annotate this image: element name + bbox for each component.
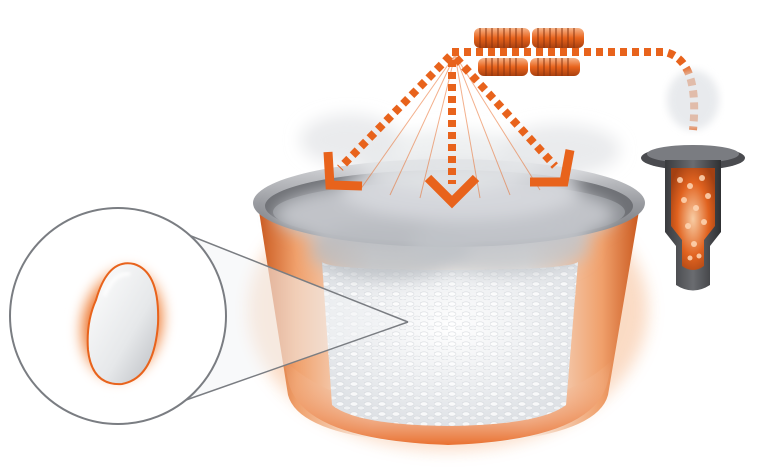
zoom-cone: [186, 234, 408, 400]
arrow-heads: [323, 149, 575, 209]
steam-arrow-right: [453, 55, 558, 169]
arrow-head-center: [424, 174, 480, 209]
steam-arrow-left: [337, 53, 453, 171]
zoom-callout: [9, 207, 409, 425]
arrow-head-right: [530, 149, 575, 187]
steam-cap: [641, 70, 745, 291]
arrow-head-left: [323, 151, 363, 191]
rice-grain-closeup: [69, 256, 175, 392]
coil-heater: [474, 28, 584, 76]
